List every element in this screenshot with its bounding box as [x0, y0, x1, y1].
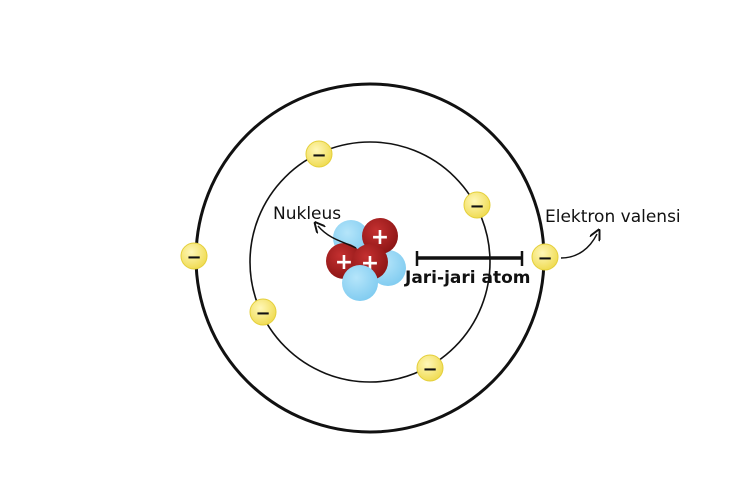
minus-sign: − [311, 145, 326, 166]
atomic-radius-label: Jari-jari atom [404, 268, 530, 288]
minus-sign: − [255, 303, 270, 324]
plus-sign: + [371, 225, 389, 250]
electron: − [416, 354, 444, 382]
minus-sign: − [186, 247, 201, 268]
minus-sign: − [469, 196, 484, 217]
minus-sign: − [537, 248, 552, 269]
electron: − [463, 191, 491, 219]
electron: − [249, 298, 277, 326]
nucleus: + + + [326, 218, 406, 301]
minus-sign: − [422, 359, 437, 380]
electron: − [180, 242, 208, 270]
plus-sign: + [335, 250, 353, 275]
inner-orbit [249, 141, 491, 383]
atomic-radius-bracket [415, 251, 524, 266]
nucleus-arrow [318, 226, 357, 249]
valence-electron-label: Elektron valensi [545, 207, 681, 227]
electron-valence: − [531, 243, 559, 271]
nucleus-label: Nukleus [273, 204, 341, 224]
neutron [342, 265, 378, 301]
electron: − [305, 140, 333, 168]
valence-electron-arrow [560, 234, 597, 259]
